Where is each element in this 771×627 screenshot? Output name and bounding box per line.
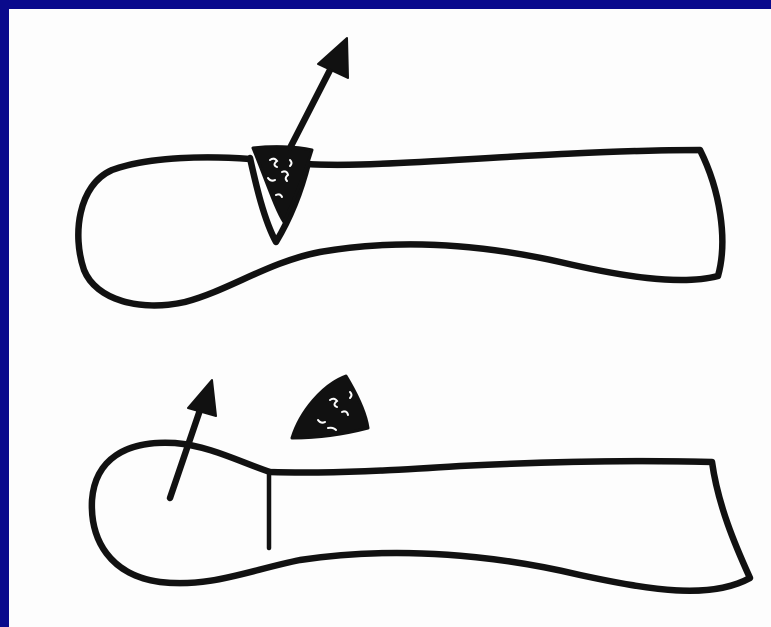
bottom-bone-outline xyxy=(92,443,750,591)
top-bone-outline xyxy=(78,150,722,305)
top-direction-arrow-shaft xyxy=(290,70,330,148)
top-direction-arrowhead xyxy=(318,38,348,78)
bottom-direction-arrowhead xyxy=(188,380,216,416)
bottom-direction-arrow-shaft xyxy=(170,410,200,498)
top-bone-illustration xyxy=(78,38,722,305)
bottom-bone-illustration xyxy=(92,376,750,591)
